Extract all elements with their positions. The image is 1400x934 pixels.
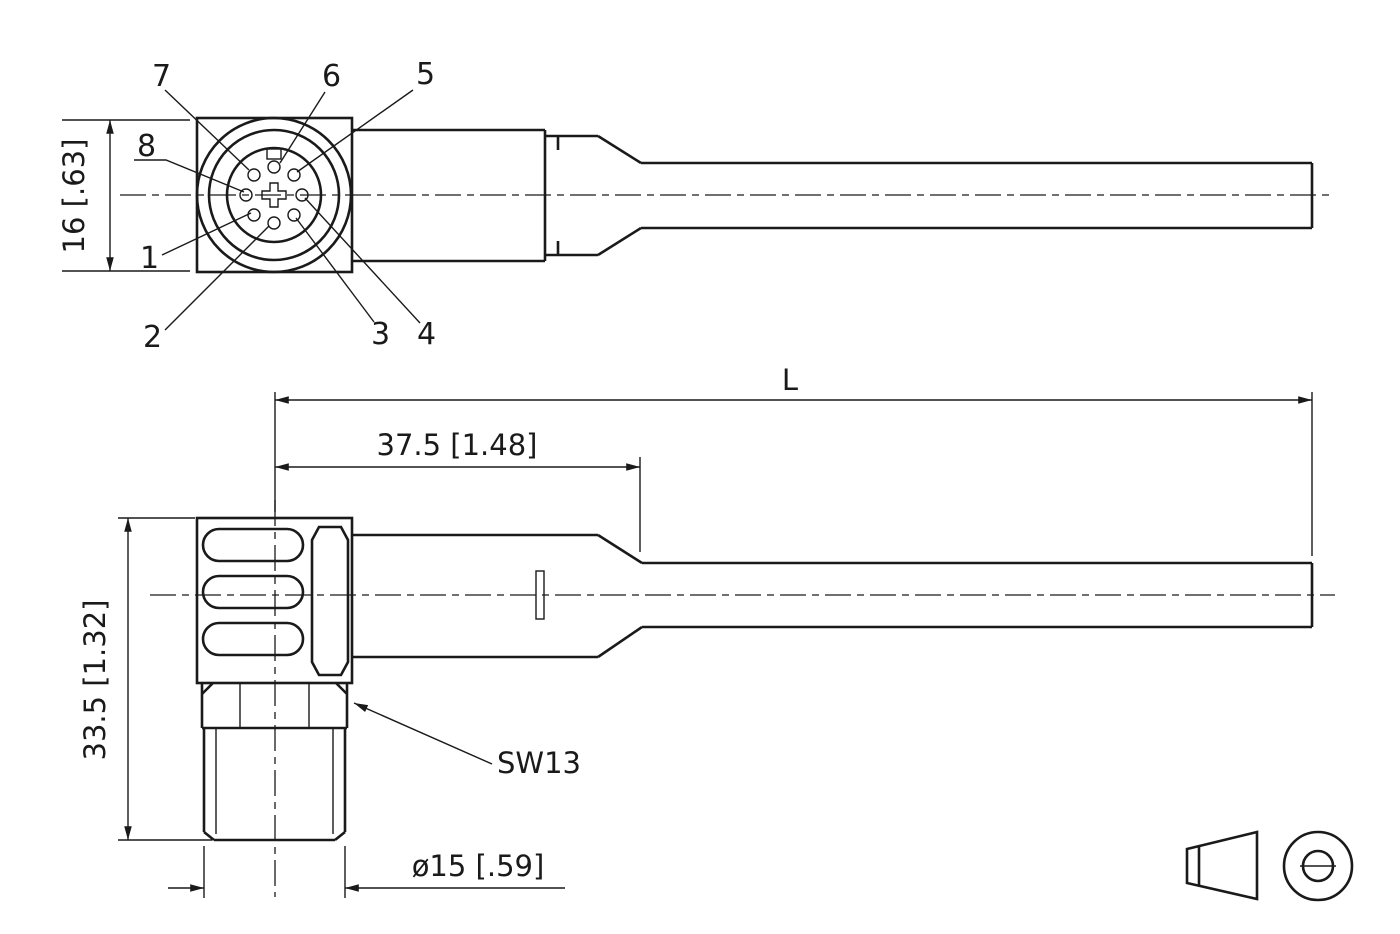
pin-8-contact: [239, 188, 253, 202]
connector-face-view: 7 6 5 8 1 2 3 4 16 [.63]: [57, 57, 436, 355]
cable-outer-circle: [1282, 830, 1354, 902]
pin-6-contact: [267, 160, 281, 174]
cable-end-view: [1185, 830, 1354, 902]
gland-taper-top: [597, 533, 643, 565]
leader-wrench-size: [353, 702, 493, 765]
pin-label-6: 6: [322, 59, 341, 94]
barrel-chamfer-right: [334, 830, 346, 842]
pin-label-4: 4: [417, 317, 436, 352]
label-wrench-size: SW13: [497, 746, 581, 780]
grip-rib-2: [201, 574, 305, 610]
pin-3-contact: [287, 208, 301, 222]
keyway-notch: [266, 148, 282, 160]
leader-pin-3: [295, 217, 375, 323]
dimension-connector-length: 37.5 [1.48]: [275, 428, 641, 552]
grip-rib-1: [201, 527, 305, 563]
dimension-face-height: 16 [.63]: [57, 119, 190, 272]
pin-label-3: 3: [371, 317, 390, 352]
leader-pin-6: [279, 91, 326, 164]
barrel-chamfer-left: [203, 830, 215, 842]
leader-pin-7: [164, 89, 250, 171]
pin-label-2: 2: [143, 320, 162, 355]
dim-text-thread-diameter: ø15 [.59]: [412, 849, 545, 883]
pin-label-1: 1: [140, 241, 159, 276]
center-cross-keyway: [261, 182, 287, 208]
nut-chamfer-left: [201, 682, 214, 695]
nut-chamfer-right: [335, 682, 348, 695]
pin-5-contact: [287, 168, 301, 182]
dimension-connector-height: 33.5 [1.32]: [78, 517, 212, 841]
dimension-thread-diameter: ø15 [.59]: [168, 846, 565, 898]
grip-rib-3: [201, 621, 305, 657]
dim-text-total-length: L: [782, 363, 798, 397]
pin-leader-lines: [134, 89, 421, 331]
relief-taper-top: [597, 134, 642, 165]
cable-cone-profile: [1185, 830, 1259, 901]
pin-1-contact: [247, 208, 261, 222]
leader-pin-2: [164, 225, 270, 331]
connector-top-profile: [120, 128, 1335, 263]
relief-taper-bottom: [597, 226, 642, 257]
connector-side-view: L 37.5 [1.48] 33.5 [1.32] ø15 [.59] SW13: [78, 363, 1335, 898]
body-side-panel: [310, 525, 350, 677]
dim-text-face-height: 16 [.63]: [57, 139, 91, 254]
wrench-size-callout: SW13: [353, 702, 581, 780]
gland-taper-bottom: [597, 625, 643, 659]
pin-2-contact: [267, 216, 281, 230]
dim-text-connector-height: 33.5 [1.32]: [78, 600, 112, 761]
leader-pin-1: [161, 212, 252, 256]
dimension-total-length: L: [274, 363, 1313, 556]
leader-pin-8: [134, 159, 245, 193]
pin-label-5: 5: [416, 57, 435, 92]
dim-text-connector-length: 37.5 [1.48]: [377, 428, 538, 462]
pin-label-7: 7: [152, 59, 171, 94]
pin-label-8: 8: [137, 129, 156, 164]
pin-7-contact: [247, 168, 261, 182]
